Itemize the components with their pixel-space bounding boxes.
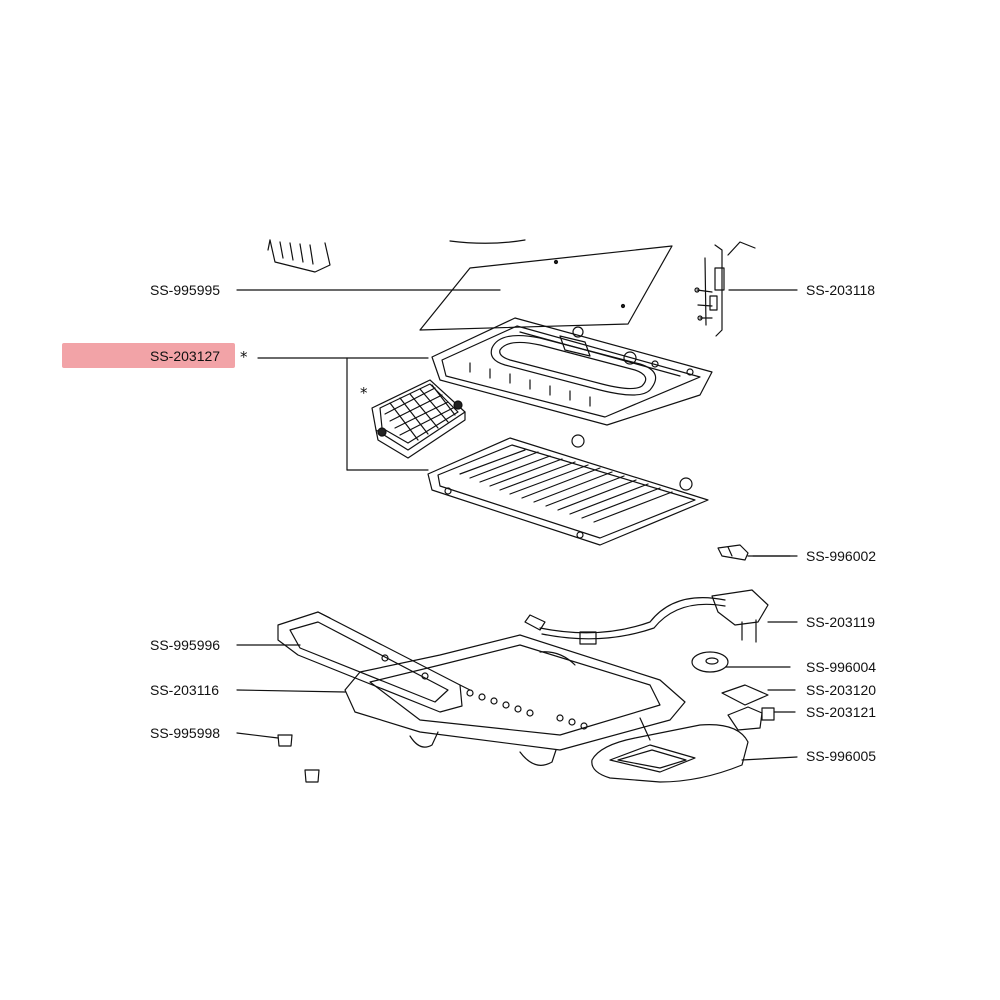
wiring-harness-203118	[695, 242, 755, 336]
label-ss-203121: SS-203121	[806, 704, 877, 720]
base-housing-203116	[345, 635, 685, 765]
label-ss-996005: SS-996005	[806, 748, 877, 764]
plate-995995	[420, 246, 672, 330]
thermostat-203121	[728, 707, 795, 730]
drip-tray-996005	[592, 725, 748, 782]
label-ss-203127[interactable]: SS-203127	[150, 348, 221, 364]
label-ss-996004: SS-996004	[806, 659, 877, 675]
label-ss-996002: SS-996002	[806, 548, 877, 564]
label-ss-203118: SS-203118	[806, 282, 876, 298]
feet-995998	[278, 735, 319, 782]
waffle-plate	[372, 380, 465, 458]
label-ss-203120: SS-203120	[806, 682, 877, 698]
asterisk-mark-waffle: *	[360, 384, 368, 402]
label-ss-203116: SS-203116	[150, 682, 220, 698]
selected-part-highlight	[62, 343, 235, 368]
lower-grill-plate	[428, 435, 708, 545]
power-cord-203119	[525, 590, 768, 644]
label-ss-995998: SS-995998	[150, 725, 221, 741]
label-ss-995996: SS-995996	[150, 637, 221, 653]
upper-grill-plate	[432, 318, 712, 425]
label-plate-203120	[722, 685, 795, 705]
label-ss-995995: SS-995995	[150, 282, 221, 298]
leader-lines	[237, 290, 797, 760]
leader-bracket-203127	[258, 358, 428, 470]
clip-996002	[718, 545, 790, 560]
handle-frame-995996	[278, 612, 470, 712]
knob-996004	[692, 652, 790, 672]
hinge-bracket-fragment	[268, 240, 525, 272]
asterisk-mark-label: *	[240, 348, 248, 366]
label-ss-203119: SS-203119	[806, 614, 876, 630]
